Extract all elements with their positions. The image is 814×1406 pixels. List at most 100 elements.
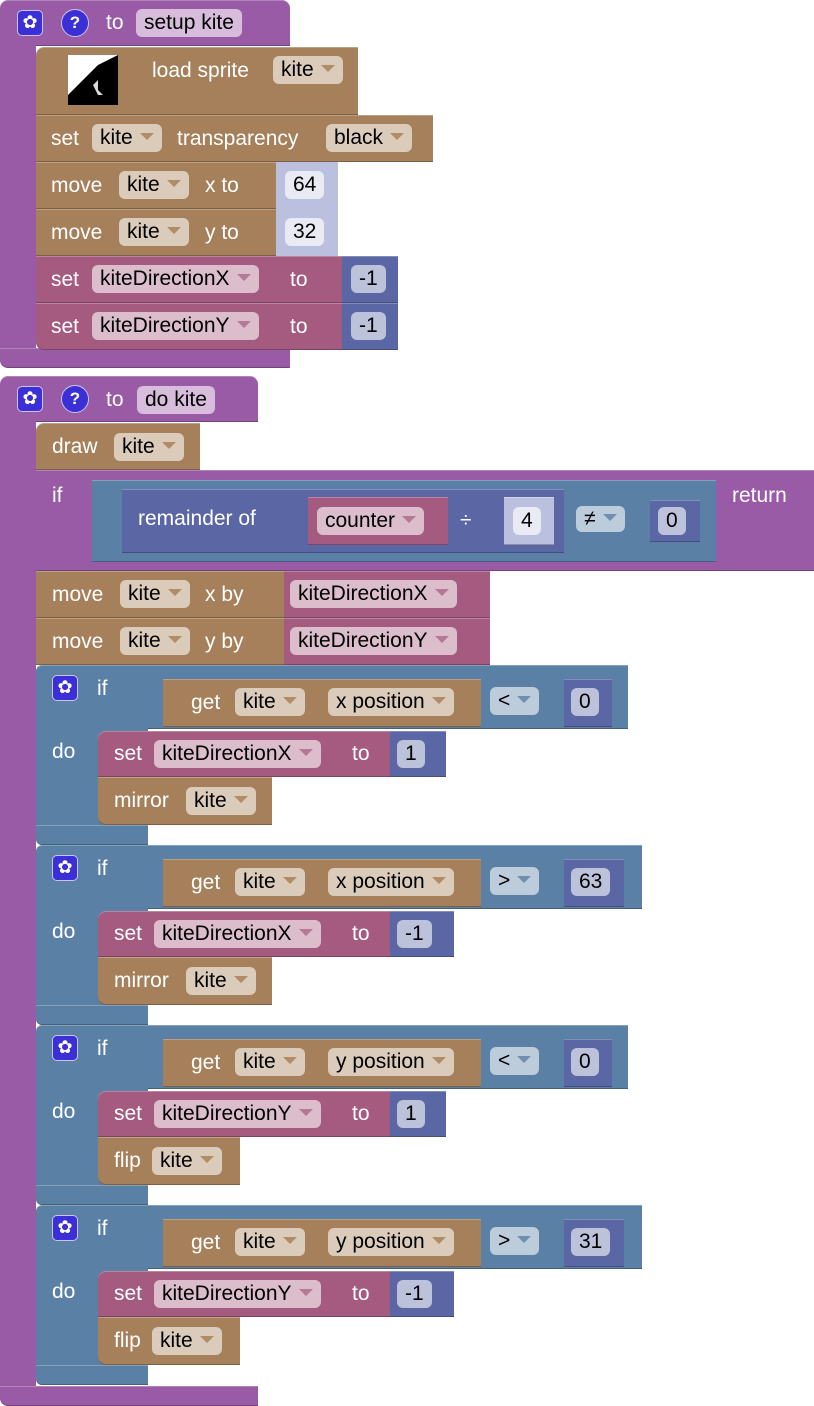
- number-field[interactable]: 1: [397, 740, 425, 768]
- function-name-field[interactable]: setup kite: [136, 9, 242, 37]
- sprite-action-block[interactable]: mirror kite: [98, 777, 272, 825]
- number-block[interactable]: 0: [564, 679, 612, 727]
- gear-icon[interactable]: ✿: [52, 855, 78, 881]
- set-variable-block[interactable]: set kiteDirectionY to: [98, 1271, 390, 1317]
- property-dropdown[interactable]: x position: [328, 868, 454, 896]
- sprite-dropdown[interactable]: kite: [186, 787, 256, 815]
- number-block[interactable]: -1: [342, 303, 398, 350]
- set-variable-block[interactable]: set kiteDirectionY to: [36, 303, 342, 350]
- move-x-to-block[interactable]: move kite x to: [36, 162, 276, 209]
- function-header[interactable]: [0, 376, 258, 422]
- number-field[interactable]: 0: [658, 507, 686, 535]
- if-return-block[interactable]: if return remainder of counter ÷ 4 ≠ 0: [36, 470, 814, 571]
- number-field[interactable]: 0: [571, 688, 599, 716]
- set-variable-block[interactable]: set kiteDirectionX to: [98, 731, 390, 777]
- variable-dropdown[interactable]: kiteDirectionX: [154, 920, 321, 948]
- sprite-dropdown[interactable]: kite: [120, 580, 190, 608]
- set-variable-block[interactable]: set kiteDirectionX to: [98, 911, 390, 957]
- variable-dropdown[interactable]: counter: [317, 507, 425, 535]
- variable-dropdown[interactable]: kiteDirectionX: [290, 580, 457, 608]
- draw-block[interactable]: draw kite: [36, 423, 200, 470]
- remainder-block[interactable]: remainder of counter ÷ 4: [122, 489, 564, 553]
- sprite-dropdown[interactable]: kite: [186, 967, 256, 995]
- function-setup-kite[interactable]: ✿ ? to setup kite load sprite kite set k…: [0, 0, 433, 368]
- number-field[interactable]: 4: [513, 507, 541, 535]
- help-icon[interactable]: ?: [61, 9, 89, 37]
- variable-block[interactable]: kiteDirectionY: [284, 618, 490, 665]
- number-block[interactable]: -1: [390, 1271, 454, 1317]
- number-block[interactable]: 63: [564, 859, 624, 907]
- operator-dropdown[interactable]: <: [490, 687, 540, 715]
- sprite-action-block[interactable]: mirror kite: [98, 957, 272, 1005]
- sprite-dropdown[interactable]: kite: [235, 1228, 305, 1256]
- set-transparency-block[interactable]: set kite transparency black: [36, 115, 433, 162]
- move-y-by-block[interactable]: move kite y by: [36, 618, 284, 665]
- number-block[interactable]: 0: [650, 500, 700, 542]
- number-block[interactable]: 31: [564, 1219, 624, 1267]
- variable-dropdown[interactable]: kiteDirectionY: [154, 1280, 321, 1308]
- number-field[interactable]: 64: [285, 171, 325, 199]
- number-field[interactable]: 63: [571, 868, 611, 896]
- number-block[interactable]: -1: [390, 911, 454, 957]
- gear-icon[interactable]: ✿: [52, 675, 78, 701]
- number-field[interactable]: 32: [285, 218, 325, 246]
- number-block[interactable]: 1: [390, 731, 446, 777]
- sprite-dropdown[interactable]: kite: [119, 218, 189, 246]
- number-block[interactable]: -1: [342, 256, 398, 303]
- gear-icon[interactable]: ✿: [52, 1215, 78, 1241]
- operator-dropdown[interactable]: <: [490, 1047, 540, 1075]
- move-x-by-block[interactable]: move kite x by: [36, 571, 284, 618]
- number-field[interactable]: -1: [351, 265, 386, 293]
- gear-icon[interactable]: ✿: [52, 1035, 78, 1061]
- variable-dropdown[interactable]: kiteDirectionX: [154, 740, 321, 768]
- get-property-block[interactable]: get kite y position: [163, 1039, 481, 1087]
- get-property-block[interactable]: get kite x position: [163, 859, 481, 907]
- variable-dropdown[interactable]: kiteDirectionY: [154, 1100, 321, 1128]
- compare-block[interactable]: remainder of counter ÷ 4 ≠ 0: [92, 480, 716, 562]
- gear-icon[interactable]: ✿: [17, 10, 43, 36]
- sprite-action-block[interactable]: flip kite: [98, 1137, 240, 1185]
- number-field[interactable]: -1: [397, 920, 432, 948]
- variable-block[interactable]: counter: [308, 497, 448, 545]
- if-do-block[interactable]: ✿ if do get kite y position > 31 set kit…: [36, 1205, 646, 1385]
- help-icon[interactable]: ?: [61, 385, 89, 413]
- get-property-block[interactable]: get kite x position: [163, 679, 481, 727]
- gear-icon[interactable]: ✿: [17, 386, 43, 412]
- sprite-action-block[interactable]: flip kite: [98, 1317, 240, 1365]
- property-dropdown[interactable]: y position: [328, 1228, 454, 1256]
- sprite-dropdown[interactable]: kite: [152, 1327, 222, 1355]
- sprite-dropdown[interactable]: kite: [235, 688, 305, 716]
- function-do-kite[interactable]: ✿ ? to do kite draw kite if return remai…: [0, 376, 814, 1406]
- number-field[interactable]: 0: [571, 1048, 599, 1076]
- property-dropdown[interactable]: x position: [328, 688, 454, 716]
- number-field[interactable]: -1: [351, 312, 386, 340]
- sprite-dropdown[interactable]: kite: [114, 433, 184, 461]
- variable-block[interactable]: kiteDirectionX: [284, 571, 490, 618]
- number-block[interactable]: 0: [564, 1039, 612, 1087]
- number-block[interactable]: 32: [276, 209, 338, 256]
- transparency-color-dropdown[interactable]: black: [326, 124, 413, 152]
- if-do-block[interactable]: ✿ if do get kite x position > 63 set kit…: [36, 845, 646, 1025]
- sprite-dropdown[interactable]: kite: [152, 1147, 222, 1175]
- number-block[interactable]: 1: [390, 1091, 446, 1137]
- move-y-to-block[interactable]: move kite y to: [36, 209, 276, 256]
- get-property-block[interactable]: get kite y position: [163, 1219, 481, 1267]
- property-dropdown[interactable]: y position: [328, 1048, 454, 1076]
- number-field[interactable]: 31: [571, 1228, 611, 1256]
- number-field[interactable]: 1: [397, 1100, 425, 1128]
- if-do-block[interactable]: ✿ if do get kite y position < 0 set kite…: [36, 1025, 646, 1205]
- function-name-field[interactable]: do kite: [137, 386, 215, 414]
- sprite-dropdown[interactable]: kite: [120, 627, 190, 655]
- operator-dropdown[interactable]: >: [490, 867, 540, 895]
- number-field[interactable]: -1: [397, 1280, 432, 1308]
- sprite-dropdown[interactable]: kite: [273, 56, 343, 84]
- set-variable-block[interactable]: set kiteDirectionY to: [98, 1091, 390, 1137]
- variable-dropdown[interactable]: kiteDirectionY: [92, 312, 259, 340]
- variable-dropdown[interactable]: kiteDirectionX: [92, 265, 259, 293]
- if-do-block[interactable]: ✿ if do get kite x position < 0 set kite…: [36, 665, 646, 845]
- operator-dropdown[interactable]: ≠: [576, 506, 625, 532]
- set-variable-block[interactable]: set kiteDirectionX to: [36, 256, 342, 303]
- variable-dropdown[interactable]: kiteDirectionY: [290, 627, 457, 655]
- number-block[interactable]: 4: [504, 497, 554, 545]
- number-block[interactable]: 64: [276, 162, 338, 209]
